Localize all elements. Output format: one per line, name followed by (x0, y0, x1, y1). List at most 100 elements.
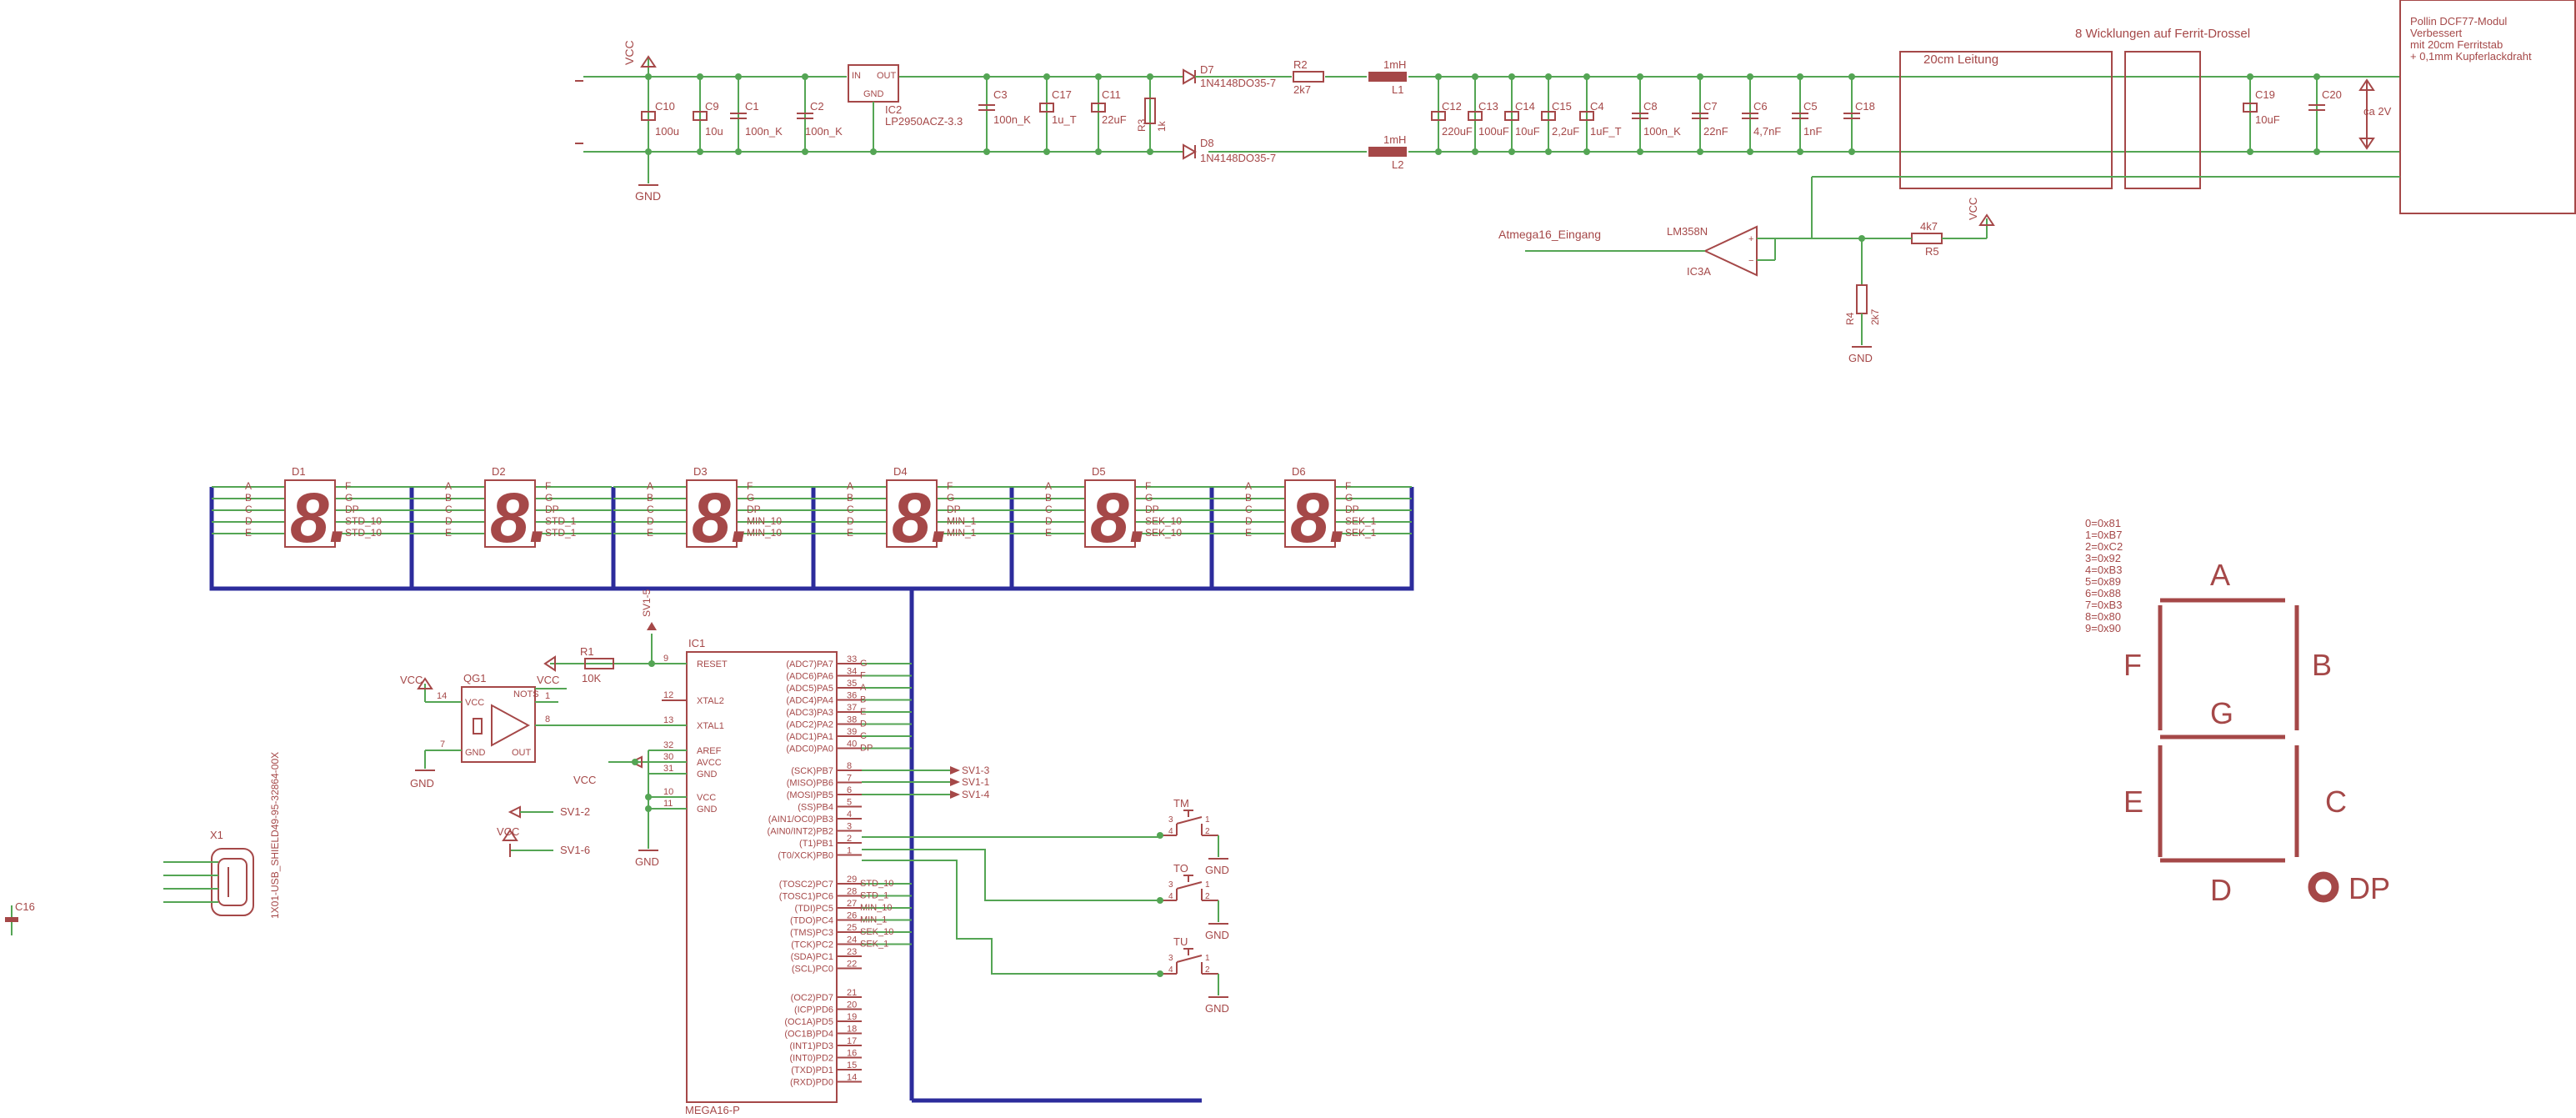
mcu-right-pin-name: (MISO)PB6 (787, 779, 833, 789)
svg-text:22uF: 22uF (1102, 113, 1127, 126)
mcu-right-pin-name: (OC1A)PD5 (784, 1017, 833, 1027)
display-net-label: F (1145, 480, 1151, 492)
display-net-label: DP (1345, 504, 1359, 515)
svg-text:14: 14 (437, 691, 447, 701)
mcu-right-pin-num: 36 (847, 691, 857, 701)
mcu-right-pin-name: (ADC0)PA0 (786, 744, 833, 755)
display-pin-label: C (1245, 504, 1253, 515)
filter-capacitors: C12220uFC13100uFC1410uFC152,2uFC41uF_TC8… (1431, 73, 1875, 155)
button-pin: 1 (1205, 954, 1210, 963)
svg-text:GND: GND (410, 777, 434, 790)
filter-cap-value: 100n_K (1643, 125, 1681, 138)
mcu-right-pin-name: (TMS)PC3 (790, 928, 833, 938)
mcu-right-pin-num: 25 (847, 923, 857, 933)
display-digit-glyph: 8. (1090, 479, 1148, 557)
segment-f-label: F (2123, 648, 2142, 682)
filter-cap-value: 1uF_T (1590, 125, 1622, 138)
mcu-net-label: SEK_1 (860, 940, 888, 950)
atmega16-mcu: IC1 MEGA16-P 9RESET12XTAL213XTAL132AREF3… (662, 637, 912, 1116)
mcu-left-pin-num: 13 (663, 715, 673, 725)
display-pin-label: B (1245, 492, 1252, 504)
resistor-r5: 4k7 R5 (1911, 220, 1943, 258)
filter-cap-name: C6 (1753, 100, 1768, 113)
mcu-right-pin-num: 18 (847, 1025, 857, 1035)
svg-text:−: − (1748, 256, 1753, 266)
junction (1797, 148, 1803, 155)
cable-label: 20cm Leitung (1923, 53, 1998, 67)
svg-text:1N4148DO35-7: 1N4148DO35-7 (1200, 152, 1276, 164)
segment-code: 6=0x88 (2085, 587, 2121, 599)
mcu-right-pin-num: 21 (847, 988, 857, 998)
segment-reference: A B C D E F G DP 0=0x811=0xB72=0xC23=0x9… (2085, 517, 2390, 907)
svg-text:4k7: 4k7 (1920, 220, 1938, 233)
button-contact (1176, 955, 1203, 963)
mcu-left-pin-num: 11 (663, 799, 673, 809)
mcu-left-pin-num: 31 (663, 764, 673, 774)
mcu-right-pin-num: 39 (847, 727, 857, 737)
inductor-l2: 1mH L2 (1368, 133, 1407, 171)
svg-text:MEGA16-P: MEGA16-P (685, 1104, 740, 1116)
mcu-right-pin-num: 15 (847, 1060, 857, 1070)
mcu-net-label: STD_1 (860, 891, 888, 901)
segment-code: 7=0xB3 (2085, 599, 2122, 611)
mcu-right-pin-num: 23 (847, 947, 857, 957)
display-net-label: STD_1 (545, 515, 577, 527)
sv-arrow (950, 766, 960, 775)
svg-text:1X01-USB_SHIELD49-95-32864-00X: 1X01-USB_SHIELD49-95-32864-00X (269, 752, 281, 919)
segment-e-label: E (2123, 785, 2143, 819)
display-pin-label: D (245, 515, 253, 527)
mcu-left-pin-name: VCC (697, 793, 716, 803)
mcu-left-pin-name: XTAL1 (697, 721, 724, 731)
display-pin-label: A (1245, 480, 1252, 492)
display-net-label: F (747, 480, 753, 492)
junction (1583, 73, 1590, 80)
junction (1848, 148, 1855, 155)
junction (1157, 970, 1163, 977)
display-name: D4 (893, 465, 908, 478)
filter-cap-name: C18 (1855, 100, 1875, 113)
display-net-label: F (1345, 480, 1351, 492)
mcu-left-pin-name: GND (697, 770, 718, 780)
display-net-label: G (747, 492, 754, 504)
display-pin-label: A (445, 480, 452, 492)
display-net-label: SEK_1 (1345, 527, 1377, 539)
display-pin-label: C (647, 504, 654, 515)
svg-text:L2: L2 (1392, 158, 1403, 171)
svg-text:SV1-6: SV1-6 (560, 844, 590, 856)
sv-arrow (950, 778, 960, 786)
svg-text:VCC: VCC (573, 774, 596, 786)
display-pin-label: E (245, 527, 252, 539)
filter-cap-value: 100uF (1478, 125, 1509, 138)
button-pin: 2 (1205, 827, 1210, 836)
cable-box (1899, 51, 2113, 189)
mcu-right-pin-num: 17 (847, 1036, 857, 1046)
svg-text:C9: C9 (705, 100, 719, 113)
svg-text:R2: R2 (1293, 58, 1308, 71)
mcu-right-pin-name: (OC1B)PD4 (784, 1030, 833, 1040)
svg-text:8: 8 (545, 714, 550, 724)
svg-text:10K: 10K (582, 672, 601, 684)
mcu-right-pin-name: (TDO)PC4 (790, 916, 833, 926)
display-pin-label: C (445, 504, 453, 515)
svg-text:X1: X1 (210, 829, 223, 841)
mcu-net-label: A (860, 683, 867, 693)
svg-text:IC3A: IC3A (1687, 265, 1711, 278)
mcu-net-label: SEK_10 (860, 927, 893, 937)
svg-text:7: 7 (440, 739, 445, 750)
display-pin-label: D (1045, 515, 1053, 527)
display-name: D6 (1292, 465, 1306, 478)
button-pin: 2 (1205, 892, 1210, 901)
button-gnd-label: GND (1205, 1002, 1229, 1015)
mcu-right-pin-num: 33 (847, 654, 857, 664)
display-net-label: G (1345, 492, 1353, 504)
mcu-left-pin-name: GND (697, 805, 718, 815)
display-pin-label: B (847, 492, 853, 504)
filter-cap-value: 2,2uF (1552, 125, 1579, 138)
display-net-label: MIN_1 (947, 527, 977, 539)
svg-text:C17: C17 (1052, 88, 1072, 101)
